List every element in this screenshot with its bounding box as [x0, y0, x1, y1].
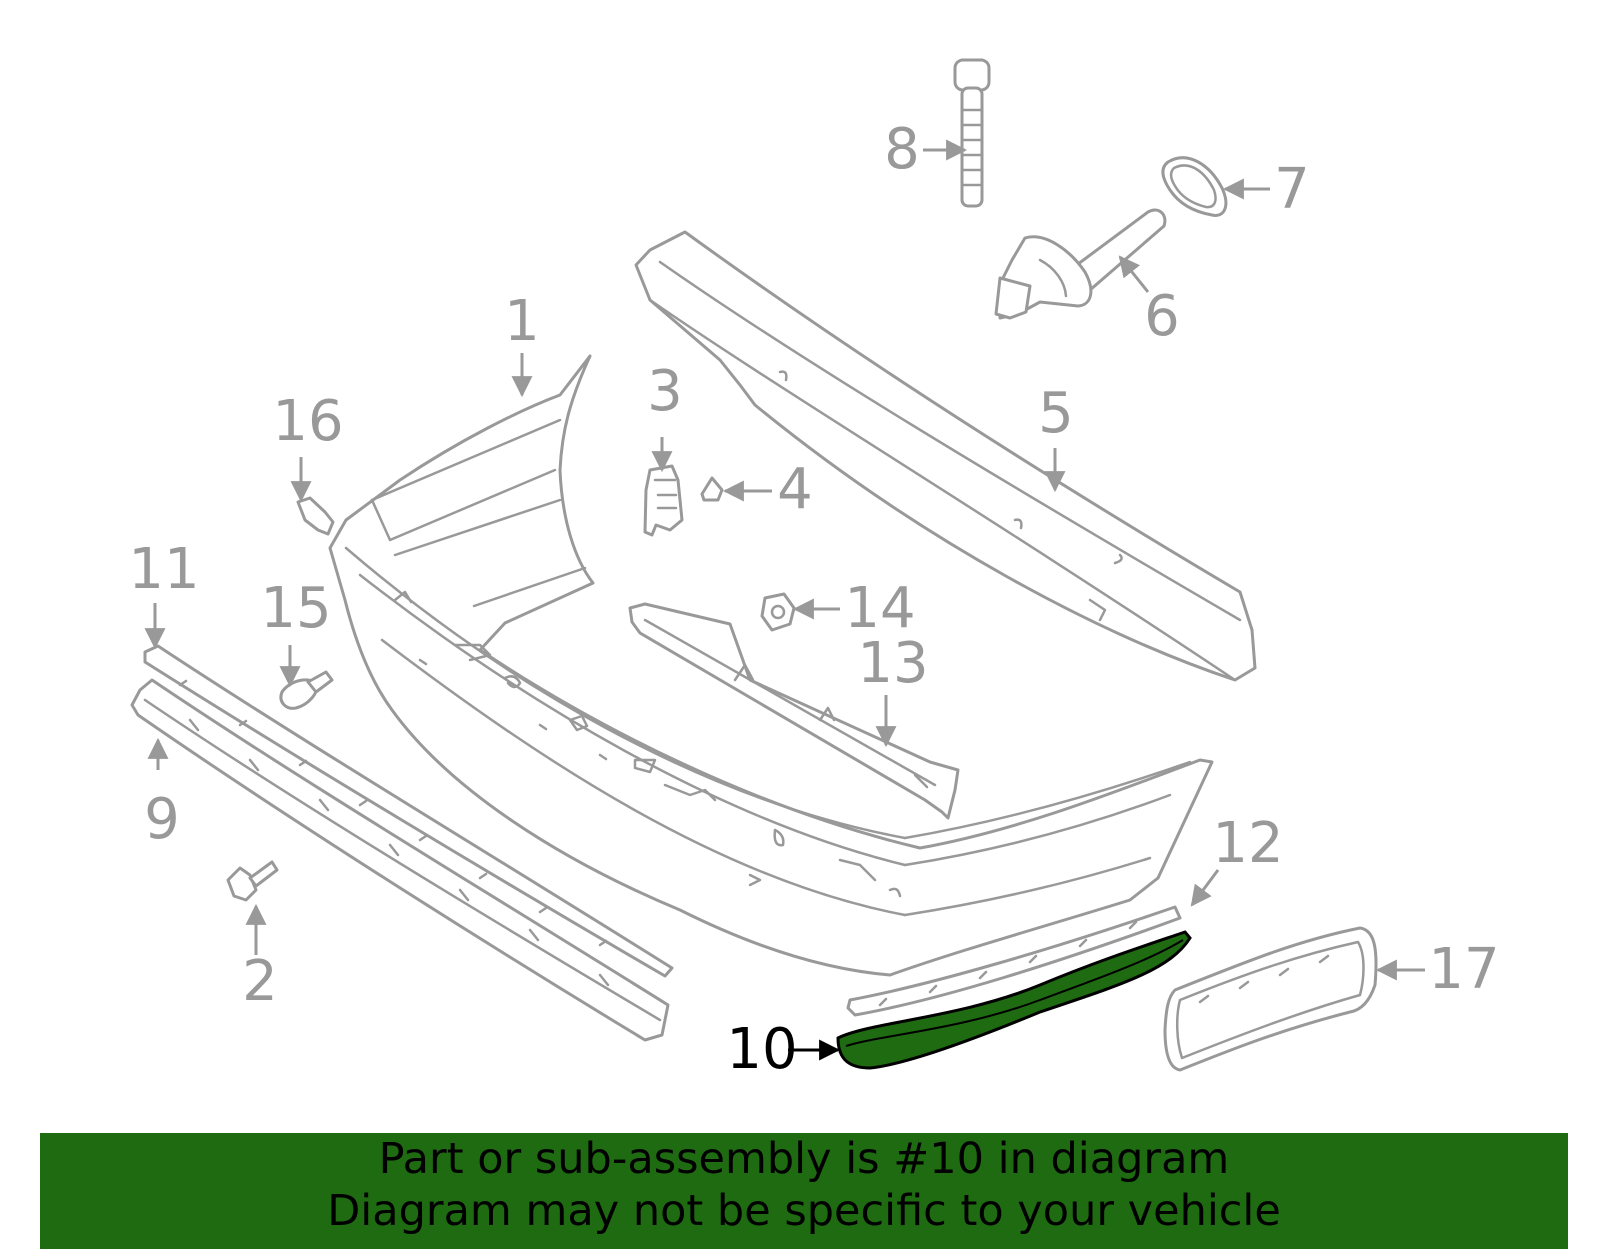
callout-17: 17 — [1428, 937, 1499, 1002]
callout-6: 6 — [1144, 284, 1180, 349]
part-12-strip — [846, 905, 1182, 1017]
callout-9: 9 — [144, 787, 180, 852]
banner-line-2: Diagram may not be specific to your vehi… — [327, 1186, 1281, 1236]
part-10-shape[interactable] — [836, 930, 1192, 1070]
leader-lines — [144, 139, 1425, 1061]
callout-labels: 1 2 3 4 5 6 7 8 9 10 11 12 13 14 15 16 1… — [128, 117, 1499, 1082]
callout-8: 8 — [884, 117, 920, 182]
callout-2: 2 — [242, 949, 278, 1014]
callout-13: 13 — [857, 631, 928, 696]
callout-3: 3 — [647, 359, 683, 424]
callout-12: 12 — [1212, 811, 1283, 876]
callout-11: 11 — [128, 537, 199, 602]
callout-1: 1 — [504, 289, 540, 354]
part-4-clip — [700, 476, 724, 502]
part-1-bumper-cover — [328, 354, 1214, 977]
part-8-bolt — [953, 58, 991, 208]
part-17-reflector — [1163, 926, 1378, 1072]
callout-5: 5 — [1038, 381, 1074, 446]
part-2-clip — [226, 860, 279, 902]
callout-16: 16 — [272, 389, 343, 454]
part-10-molding — [836, 930, 1192, 1070]
callout-14: 14 — [844, 576, 915, 641]
callout-7: 7 — [1274, 157, 1310, 222]
part-13-bracket — [628, 602, 960, 820]
part-9-impact-strip — [130, 678, 670, 1042]
callout-10[interactable]: 10 — [726, 1017, 797, 1082]
part-5-reinforcement — [634, 230, 1257, 682]
info-banner: Part or sub-assembly is #10 in diagram D… — [40, 1133, 1568, 1249]
callout-15: 15 — [260, 576, 331, 641]
part-16-bracket — [296, 496, 335, 536]
callout-4: 4 — [777, 457, 813, 522]
part-11-strip — [143, 644, 674, 978]
banner-line-1: Part or sub-assembly is #10 in diagram — [378, 1134, 1230, 1184]
part-10-edge — [845, 939, 1184, 1047]
part-14-nut — [760, 592, 796, 632]
part-6-mount — [994, 208, 1167, 320]
part-7-gasket — [1161, 156, 1228, 217]
part-3-bracket — [643, 464, 684, 537]
